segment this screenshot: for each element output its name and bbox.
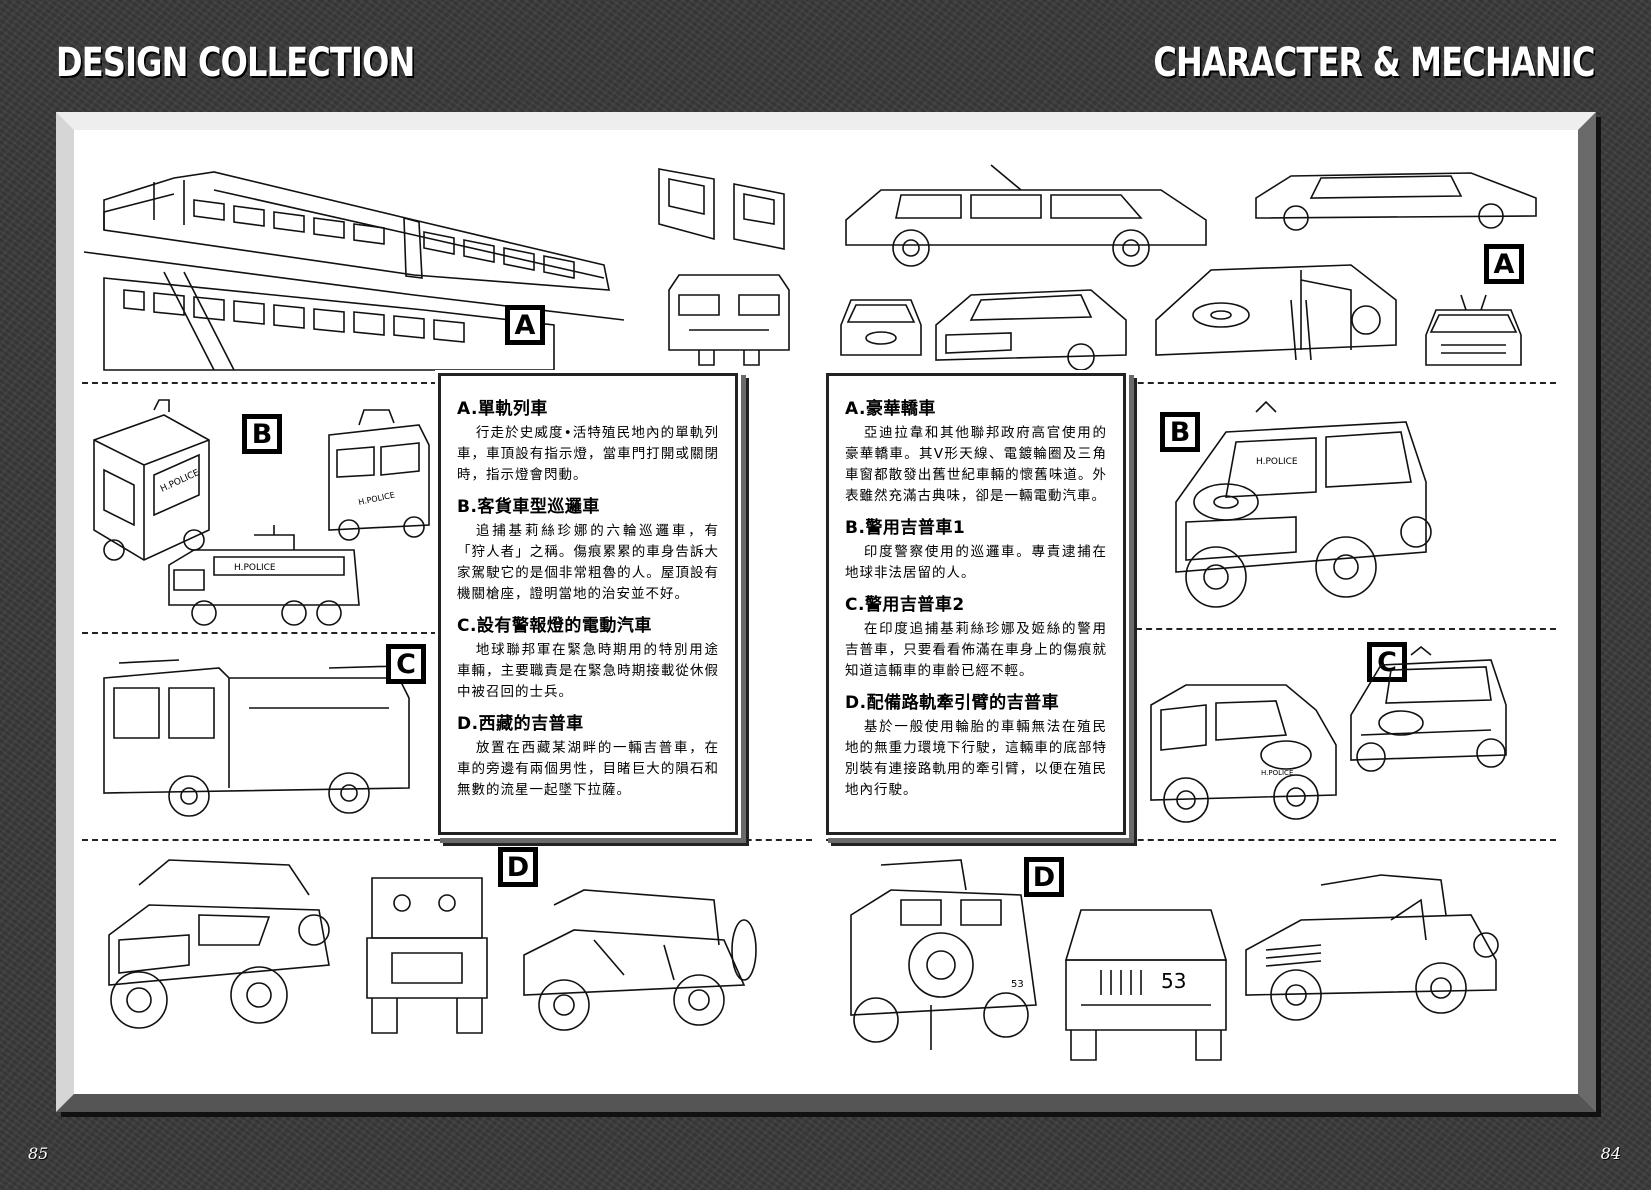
right-header-title: CHARACTER & MECHANIC (1153, 40, 1596, 86)
right-section-a-heading: A.豪華轎車 (845, 399, 936, 419)
monorail-door-detail (654, 164, 794, 254)
right-description-box: A.豪華轎車 亞迪拉韋和其他聯邦政府高官使用的豪華轎車。其V形天線、電鍍輪圈及三… (826, 373, 1126, 835)
police-jeep-1-marking: H.POLICE (1256, 457, 1298, 467)
right-section-d-heading: D.配備路軌牽引臂的吉普車 (845, 693, 1060, 713)
right-section-d-body: 基於一般使用輪胎的車輛無法在殖民地的無重力環境下行駛，這輛車的底部特別裝有連接路… (845, 719, 1107, 798)
police-jeep-2-side: H.POLICE (1146, 675, 1346, 825)
left-section-c-heading: C.設有警報燈的電動汽車 (457, 616, 652, 636)
left-section-d-heading: D.西藏的吉普車 (457, 714, 584, 734)
divider-cd-right (826, 839, 1556, 841)
right-page: A A.豪華轎車 亞迪拉韋和其他聯邦政府高官使用的豪華轎車。其V形天線、電鍍輪圈… (826, 130, 1578, 1094)
left-section-a-body: 行走於史威度•活特殖民地內的單軌列車，車頂設有指示燈，當車門打開或關閉時，指示燈… (457, 425, 719, 483)
right-section-b-label: B (1160, 412, 1200, 452)
left-section-a-heading: A.單軌列車 (457, 399, 548, 419)
rail-jeep-rear-quarter: 53 (831, 855, 1046, 1055)
limousine-open-door (1151, 250, 1401, 370)
section-c-label: C (386, 644, 426, 684)
right-section-c-body: 在印度追捕基莉絲珍娜及姬絲的警用吉普車，只要看看佈滿在車身上的傷痕就知道這輛車的… (845, 621, 1107, 679)
divider-bc (82, 632, 437, 634)
monorail-illustration (84, 160, 624, 370)
patrol-truck-rear: H.POLICE (84, 400, 224, 570)
limousine-overhead (1251, 158, 1541, 233)
police-jeep-2-front (1341, 645, 1516, 775)
patrol-truck-rear-marking: H.POLICE (159, 468, 201, 495)
left-description-box: A.單軌列車 行走於史威度•活特殖民地內的單軌列車，車頂設有指示燈，當車門打開或… (438, 373, 738, 835)
rail-jeep-front-plate: 53 (1161, 969, 1186, 993)
left-section-b-heading: B.客貨車型巡邏車 (457, 497, 600, 517)
electric-emergency-truck (99, 648, 429, 823)
section-a-label: A (505, 305, 545, 345)
limousine-front-quarter (931, 275, 1131, 370)
right-section-b-heading: B.警用吉普車1 (845, 518, 966, 538)
left-section-c-body: 地球聯邦軍在緊急時期用的特別用途車輛，主要職責是在緊急時期接載從休假中被召回的士… (457, 642, 719, 700)
right-section-c-label: C (1367, 642, 1407, 682)
monorail-front-view (659, 270, 799, 370)
limousine-side (841, 160, 1211, 270)
section-b-label: B (242, 414, 282, 454)
patrol-truck-side: H.POLICE (164, 525, 364, 635)
rail-jeep-rear-plate: 53 (1011, 979, 1024, 990)
left-header-title: DESIGN COLLECTION (56, 40, 415, 86)
right-page-number: 84 (1600, 1144, 1621, 1163)
left-section-d-body: 放置在西藏某湖畔的一輛吉普車，在車的旁邊有兩個男性，目睹巨大的隕石和無數的流星一… (457, 740, 719, 798)
rail-jeep-front: 53 (1061, 900, 1231, 1065)
tibet-jeep-front (362, 868, 492, 1038)
page-spread: A H.POLICE (74, 130, 1578, 1094)
divider-cd (82, 839, 812, 841)
divider-ab-right (826, 382, 1556, 384)
right-section-d-label: D (1024, 857, 1064, 897)
patrol-truck-front-marking: H.POLICE (358, 490, 396, 506)
limousine-front (1421, 295, 1526, 370)
page-frame: A H.POLICE (56, 112, 1596, 1112)
left-section-b-body: 追捕基莉絲珍娜的六輪巡邏車，有「狩人者」之稱。傷痕累累的車身告訴大家駕駛它的是個… (457, 523, 719, 602)
right-section-a-label: A (1484, 244, 1524, 284)
limousine-rear-small (836, 280, 926, 360)
left-page: A H.POLICE (74, 130, 826, 1094)
rail-jeep-side (1241, 870, 1511, 1030)
right-section-c-heading: C.警用吉普車2 (845, 595, 965, 615)
divider-ab (82, 382, 437, 384)
right-section-a-body: 亞迪拉韋和其他聯邦政府高官使用的豪華轎車。其V形天線、電鍍輪圈及三角車窗都散發出… (845, 425, 1107, 504)
patrol-truck-side-marking: H.POLICE (234, 563, 276, 573)
left-page-number: 85 (28, 1144, 49, 1163)
police-jeep-2-side-marking: H.POLICE (1261, 769, 1293, 777)
right-section-b-body: 印度警察使用的巡邏車。專責逮捕在地球非法居留的人。 (845, 544, 1107, 581)
patrol-truck-front: H.POLICE (319, 405, 439, 545)
divider-bc-right (1136, 628, 1556, 630)
tibet-jeep-side (514, 885, 764, 1035)
tibet-jeep-front-quarter (89, 855, 339, 1040)
section-d-label: D (498, 847, 538, 887)
police-jeep-1: H.POLICE (1156, 392, 1436, 612)
